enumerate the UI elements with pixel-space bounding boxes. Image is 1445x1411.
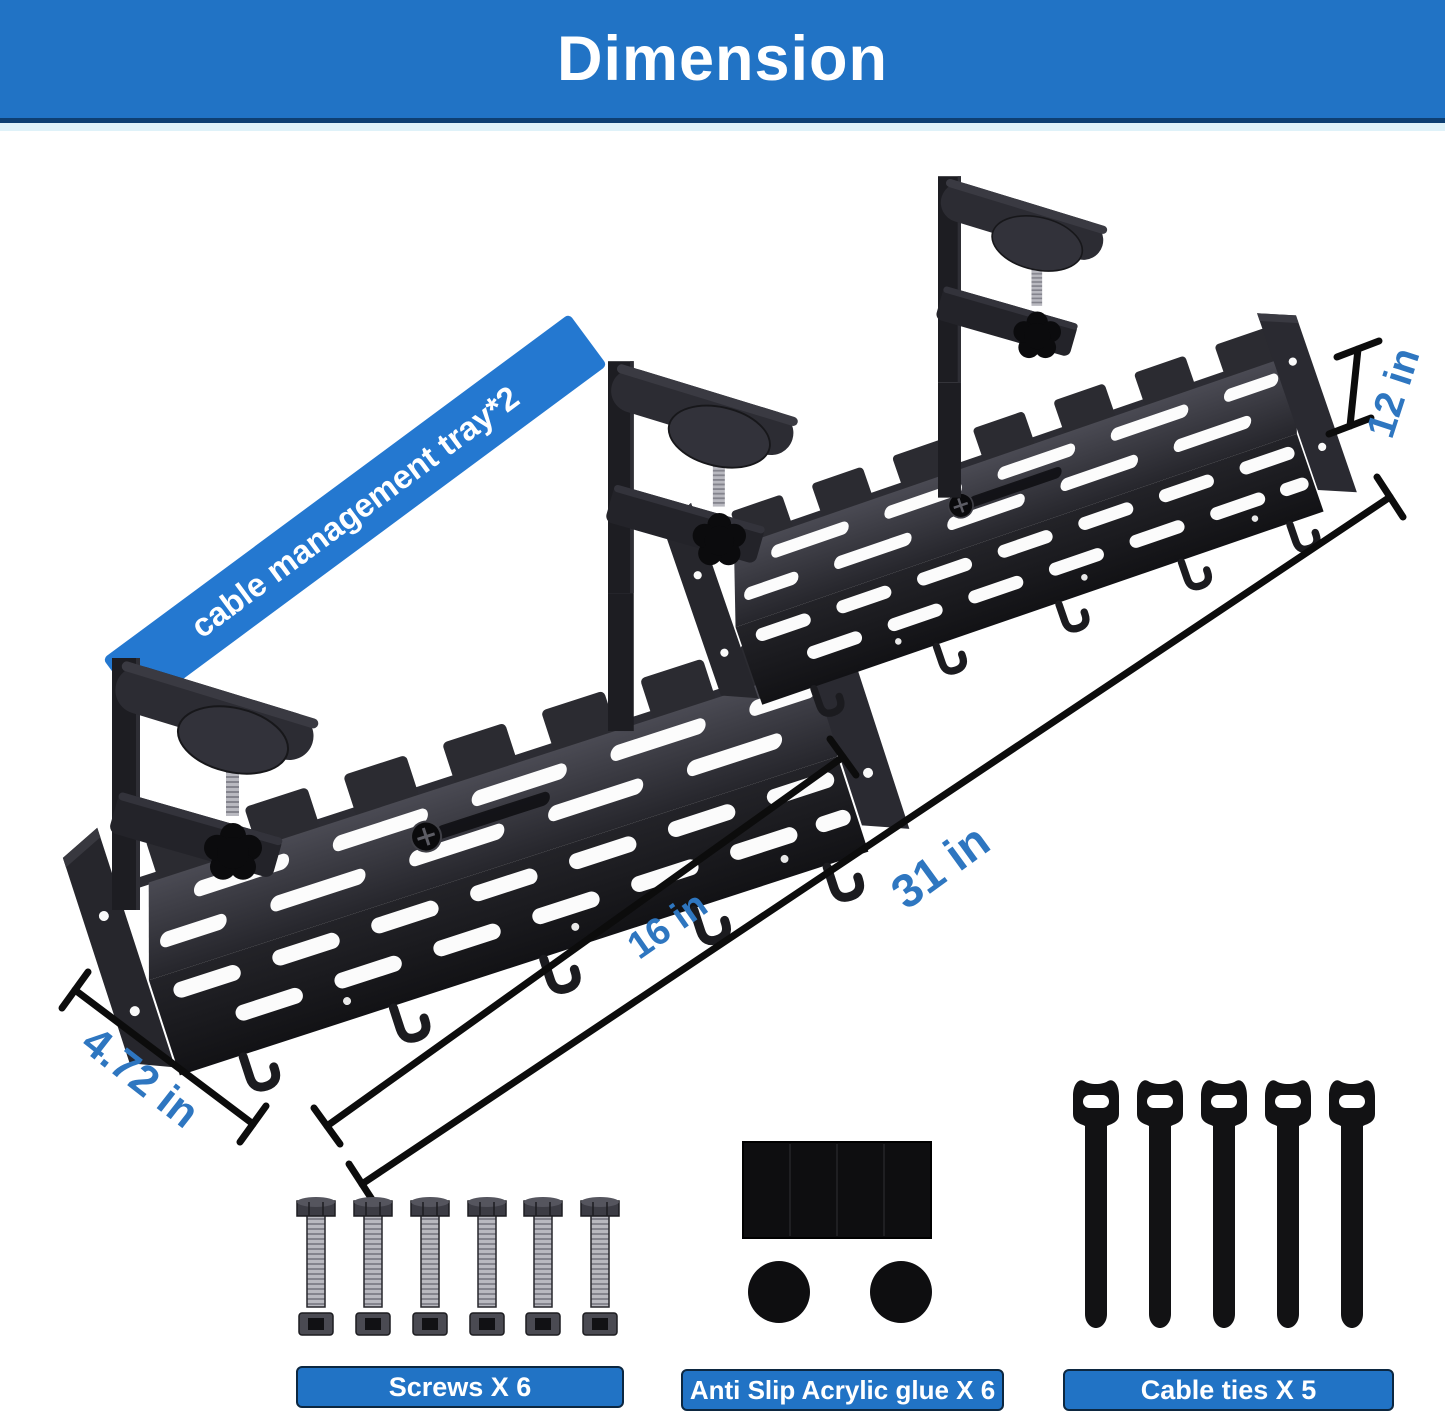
desk-clamp-right (934, 175, 1109, 498)
glue-pads-illustration (742, 1141, 932, 1323)
accessory-label-screws: Screws X 6 (296, 1366, 624, 1408)
accessory-label-glue: Anti Slip Acrylic glue X 6 (681, 1369, 1004, 1411)
cable-ties-illustration (1073, 1080, 1375, 1328)
dimension-line-16in (310, 735, 860, 1148)
dimension-line-12in (1325, 337, 1383, 438)
dimension-line-4-72in (58, 968, 270, 1146)
cable-tray-right (658, 297, 1369, 745)
accessory-label-cable-ties: Cable ties X 5 (1063, 1369, 1394, 1411)
screws-illustration (296, 1196, 620, 1336)
banner: Dimension (0, 0, 1445, 123)
banner-title: Dimension (556, 24, 889, 94)
desk-clamp-left-rear (603, 360, 800, 732)
